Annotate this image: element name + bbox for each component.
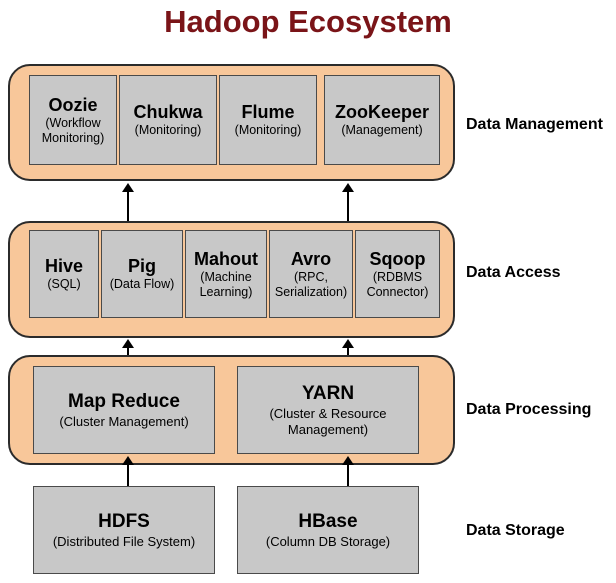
box-zookeeper: ZooKeeper (Management) (324, 75, 440, 165)
box-name: Avro (290, 248, 332, 269)
label-data-processing: Data Processing (466, 401, 592, 418)
box-name: HBase (298, 511, 358, 532)
box-name: Map Reduce (68, 391, 180, 412)
box-pig: Pig (Data Flow) (101, 230, 183, 318)
box-name: Oozie (48, 94, 98, 115)
box-hdfs: HDFS (Distributed File System) (33, 486, 215, 574)
box-desc: (Column DB Storage) (265, 534, 391, 549)
label-data-storage: Data Storage (466, 522, 565, 539)
box-desc: (Machine Learning) (199, 269, 253, 299)
box-hbase: HBase (Column DB Storage) (237, 486, 419, 574)
box-name: ZooKeeper (334, 102, 430, 122)
box-desc: (SQL) (47, 277, 81, 291)
box-name: Pig (127, 256, 156, 276)
diagram-title: Hadoop Ecosystem (164, 4, 452, 39)
box-desc: (Distributed File System) (52, 534, 196, 549)
box-desc: (Workflow Monitoring) (41, 115, 105, 145)
box-name: HDFS (98, 511, 150, 532)
label-data-management: Data Management (466, 116, 603, 133)
box-sqoop: Sqoop (RDBMS Connector) (355, 230, 440, 318)
box-desc: (Management) (341, 123, 423, 137)
box-desc: (Monitoring) (234, 123, 302, 137)
box-desc: (RPC, Serialization) (274, 269, 348, 299)
box-desc: (Cluster & Resource Management) (269, 406, 387, 437)
box-mahout: Mahout (Machine Learning) (185, 230, 267, 318)
box-avro: Avro (RPC, Serialization) (269, 230, 353, 318)
box-map-reduce: Map Reduce (Cluster Management) (33, 366, 215, 454)
box-name: Sqoop (369, 248, 426, 269)
box-desc: (Monitoring) (134, 123, 202, 137)
box-name: Flume (241, 102, 295, 122)
box-flume: Flume (Monitoring) (219, 75, 317, 165)
box-oozie: Oozie (Workflow Monitoring) (29, 75, 117, 165)
label-data-access: Data Access (466, 264, 561, 281)
box-chukwa: Chukwa (Monitoring) (119, 75, 217, 165)
box-name: Mahout (194, 248, 258, 269)
box-yarn: YARN (Cluster & Resource Management) (237, 366, 419, 454)
box-desc: (Cluster Management) (59, 414, 189, 429)
box-name: Chukwa (133, 102, 203, 122)
box-name: YARN (301, 383, 355, 404)
box-desc: (Data Flow) (109, 277, 175, 291)
box-desc: (RDBMS Connector) (366, 269, 429, 299)
box-name: Hive (44, 256, 84, 276)
box-hive: Hive (SQL) (29, 230, 99, 318)
